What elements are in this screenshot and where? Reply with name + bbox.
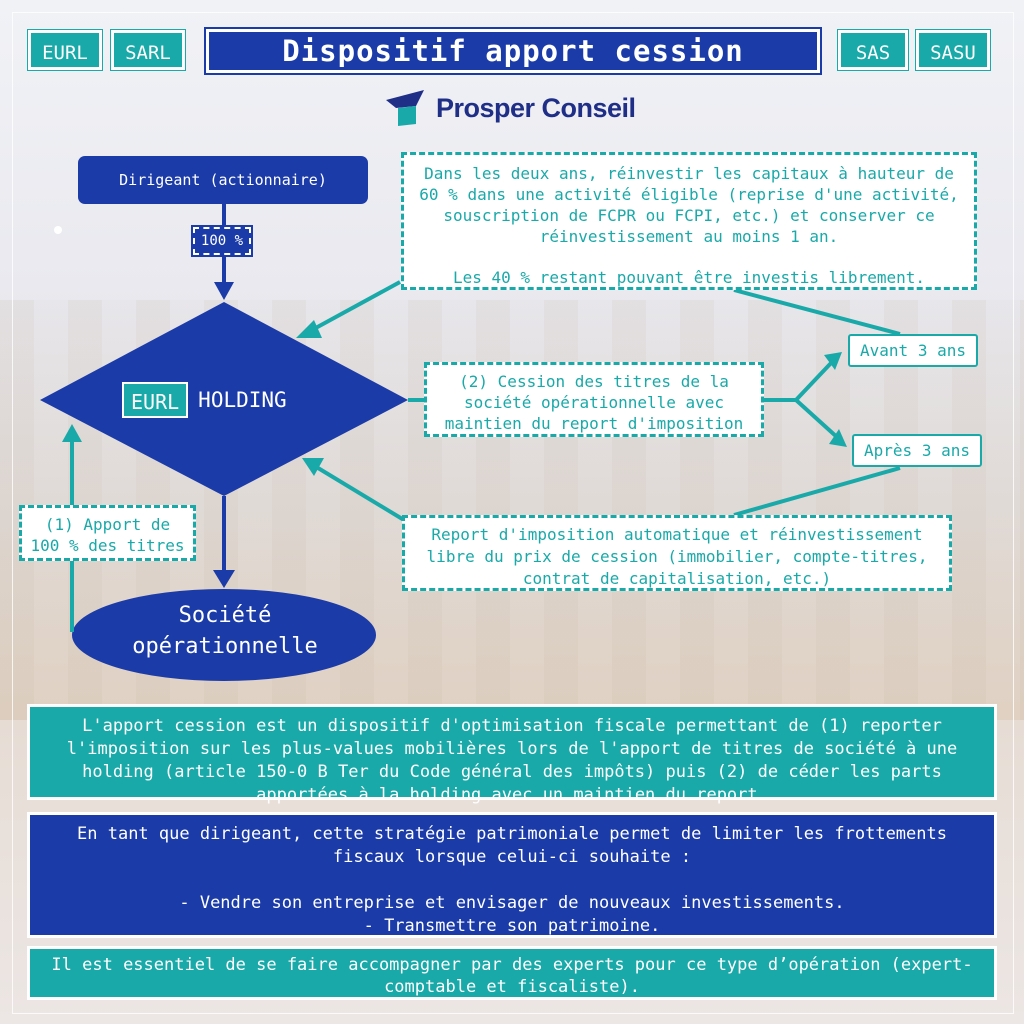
tag-eurl: EURL [28,30,102,70]
operational-company-line1: Société [178,603,272,628]
strategy-panel: En tant que dirigeant, cette stratégie p… [27,812,997,938]
strategy-intro: En tant que dirigeant, cette stratégie p… [77,824,947,867]
tag-sarl: SARL [111,30,185,70]
node-dirigeant: Dirigeant (actionnaire) [78,156,368,204]
after-3-years: Après 3 ans [852,434,982,467]
operational-company-ellipse [72,589,376,681]
advice-panel: Il est essentiel de se faire accompagner… [27,946,997,1000]
tag-sasu: SASU [916,30,990,70]
tag-sas: SAS [838,30,908,70]
strategy-item-2: - Transmettre son patrimoine. [363,916,661,936]
graduation-cap-icon [386,90,424,126]
definition-panel: L'apport cession est un dispositif d'opt… [27,704,997,805]
page-title: Dispositif apport cession [206,29,820,73]
reinvest-note: Dans les deux ans, réinvestir les capita… [401,152,977,290]
report-note: Report d'imposition automatique et réinv… [402,515,952,591]
holding-diamond [40,302,408,496]
reinvest-note-line1: Dans les deux ans, réinvestir les capita… [419,164,959,246]
holding-text: HOLDING [198,388,287,412]
before-3-years: Avant 3 ans [848,334,978,367]
cession-box: (2) Cession des titres de la société opé… [424,362,764,437]
holding-badge: EURL [122,382,189,418]
operational-company-label: Société opérationnelle [76,600,374,672]
logo-text: Prosper Conseil [436,92,636,123]
operational-company-line2: opérationnelle [132,634,318,659]
frame [12,12,1014,1014]
reinvest-note-line2: Les 40 % restant pouvant être investis l… [452,268,925,287]
strategy-item-1: - Vendre son entreprise et envisager de … [179,893,845,913]
logo: Prosper Conseil [386,88,636,128]
percent-label: 100 % [191,225,253,257]
apport-box: (1) Apport de 100 % des titres [19,505,196,561]
holding-label: EURL HOLDING [122,380,287,420]
